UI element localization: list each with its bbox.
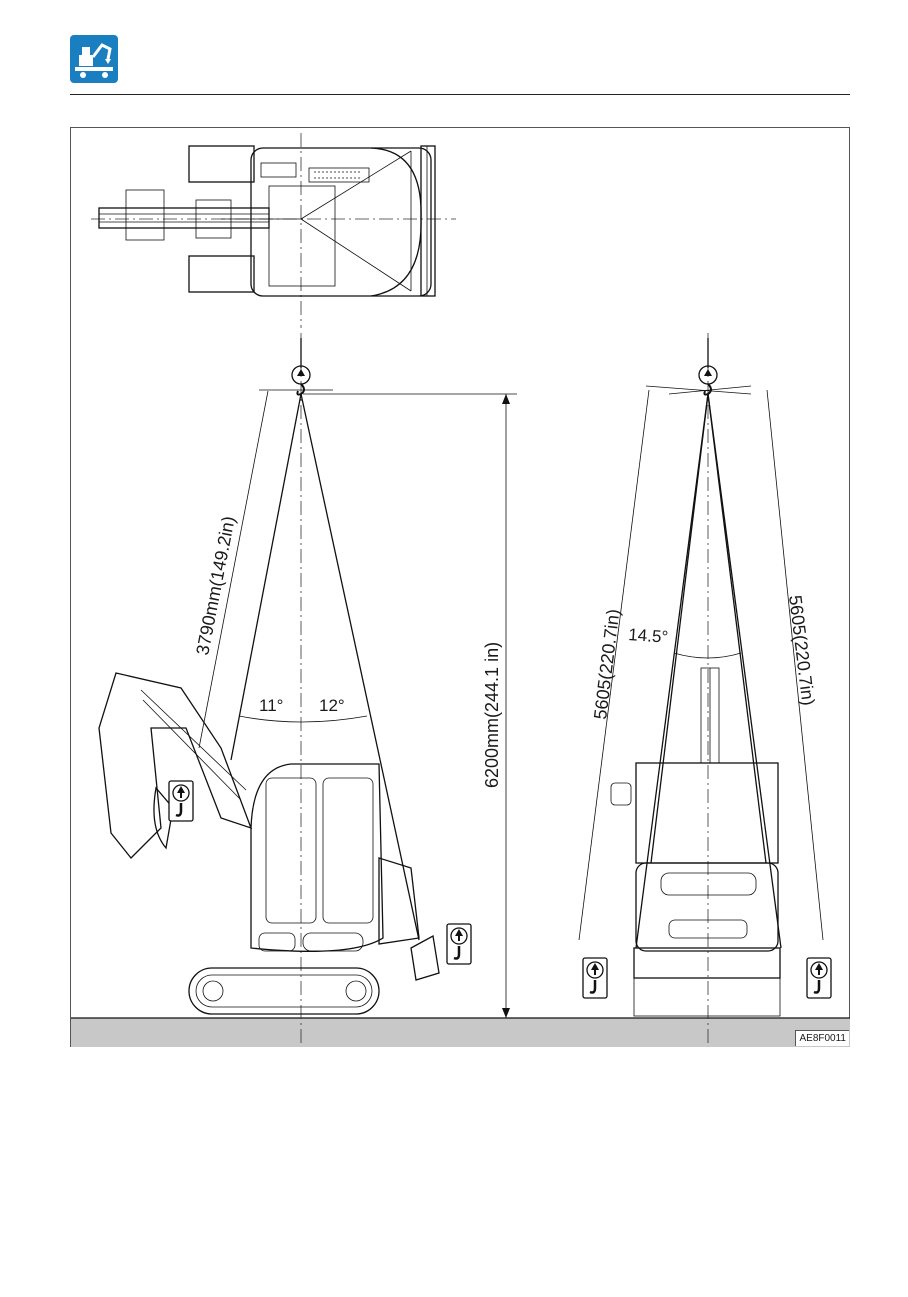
lift-point-icon [582, 957, 608, 999]
spread-angle-label: 14.5° [628, 625, 669, 647]
lifting-diagram: 3790mm(149.2in) 6200mm(244.1 in) 11° 12°… [70, 127, 850, 1047]
rear-angle-label: 12° [319, 696, 345, 715]
lift-point-icon [168, 780, 194, 822]
lift-point-icon [446, 923, 472, 965]
lifting-diagram-svg: 3790mm(149.2in) 6200mm(244.1 in) 11° 12°… [71, 133, 850, 1047]
top-view [91, 133, 456, 328]
side-view [98, 333, 517, 1043]
ground-band [71, 1018, 850, 1047]
rear-left-sling-length: 5605(220.7in) [590, 608, 623, 721]
rear-view [578, 333, 824, 1043]
rear-right-sling-length: 5605(220.7in) [785, 594, 818, 707]
lift-point-icon [806, 957, 832, 999]
hook-height-dimension: 6200mm(244.1 in) [482, 642, 502, 788]
excavator-transport-icon [70, 35, 118, 83]
front-sling-length: 3790mm(149.2in) [192, 514, 239, 656]
header-rule [70, 94, 850, 95]
front-angle-label: 11° [259, 696, 283, 715]
figure-code: AE8F0011 [795, 1030, 849, 1046]
